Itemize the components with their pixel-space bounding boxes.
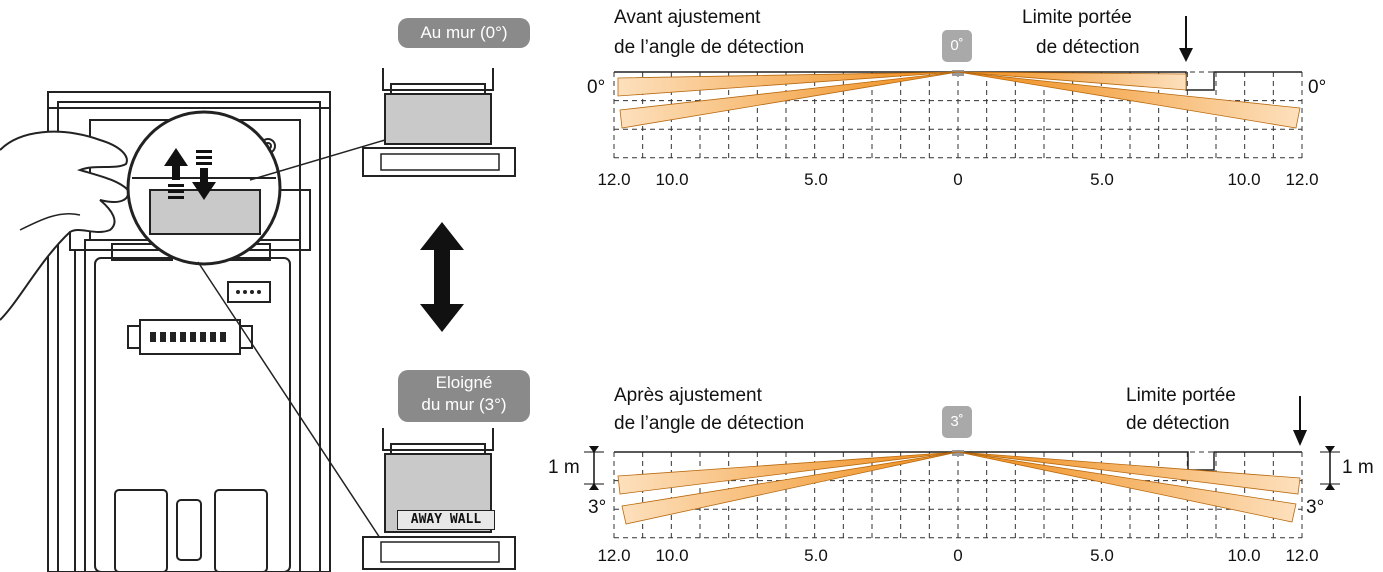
tick-label: 12.0: [1285, 546, 1319, 565]
tick-label: 12.0: [597, 546, 631, 565]
bottom-angle-chip: 3˚: [942, 406, 972, 438]
detection-beam: [617, 451, 959, 495]
sensor-device-illustration: [0, 91, 386, 572]
sensor-marker: [952, 70, 964, 76]
bottom-title-line1: Après ajustement: [614, 385, 762, 406]
bottom-height-right: 1 m: [1342, 457, 1374, 478]
tick-label: 0: [953, 546, 963, 565]
tick-label: 5.0: [804, 170, 828, 189]
range-arrow-head: [1179, 48, 1193, 62]
top-angle-right: 0°: [1308, 77, 1327, 98]
detection-beam: [957, 71, 1187, 91]
height-marker-head: [589, 483, 599, 490]
detection-beam: [619, 71, 959, 129]
bottom-title-line2: de l’angle de détection: [614, 413, 805, 434]
wall-mount-badge: Au mur (0°): [398, 18, 530, 48]
detection-beam: [617, 71, 959, 97]
tick-label: 10.0: [1227, 170, 1261, 189]
tick-label: 5.0: [804, 546, 828, 565]
tick-label: 10.0: [1227, 546, 1261, 565]
top-detection-diagram: [613, 16, 1303, 159]
tick-label: 5.0: [1090, 546, 1114, 565]
top-range-label-line1: Limite portée: [1022, 7, 1132, 28]
range-limit-line: [614, 71, 1302, 91]
height-marker-head: [1325, 446, 1335, 453]
tick-label: 0: [953, 170, 963, 189]
detection-beam: [621, 451, 959, 525]
away-badge-line2: du mur (3°): [421, 395, 507, 414]
cover-wall-position: [362, 68, 516, 177]
bottom-angle-right: 3°: [1306, 497, 1325, 518]
detection-beam: [957, 451, 1301, 495]
height-marker-head: [589, 446, 599, 453]
top-angle-left: 0°: [587, 77, 606, 98]
away-badge-line1: Eloigné: [435, 373, 493, 392]
tick-label: 5.0: [1090, 170, 1114, 189]
top-range-label-line2: de détection: [1036, 37, 1140, 58]
bottom-range-label-line2: de détection: [1126, 413, 1230, 434]
top-title-line2: de l’angle de détection: [614, 37, 805, 58]
double-arrow-icon: [420, 222, 464, 332]
height-marker-head: [1325, 483, 1335, 490]
bottom-height-left: 1 m: [548, 457, 580, 478]
detection-beam: [957, 451, 1297, 523]
tick-label: 12.0: [1285, 170, 1319, 189]
away-wall-badge: Eloigné du mur (3°): [398, 370, 530, 422]
detection-beam: [957, 71, 1301, 129]
away-wall-marking: AWAY WALL: [397, 510, 495, 530]
top-angle-chip: 0˚: [942, 30, 972, 62]
bottom-axis-ticks: 12.0 10.0 5.0 0 5.0 10.0 12.0: [0, 546, 1383, 570]
bottom-angle-left: 3°: [588, 497, 607, 518]
top-title-line1: Avant ajustement: [614, 7, 761, 28]
tick-label: 10.0: [655, 170, 689, 189]
range-limit-line: [614, 451, 1302, 471]
sensor-marker: [952, 450, 964, 456]
tick-label: 12.0: [597, 170, 631, 189]
range-arrow-head: [1293, 430, 1307, 446]
bottom-range-label-line1: Limite portée: [1126, 385, 1236, 406]
tick-label: 10.0: [655, 546, 689, 565]
bottom-detection-diagram: [584, 396, 1340, 539]
top-axis-ticks: 12.0 10.0 5.0 0 5.0 10.0 12.0: [0, 170, 1383, 194]
